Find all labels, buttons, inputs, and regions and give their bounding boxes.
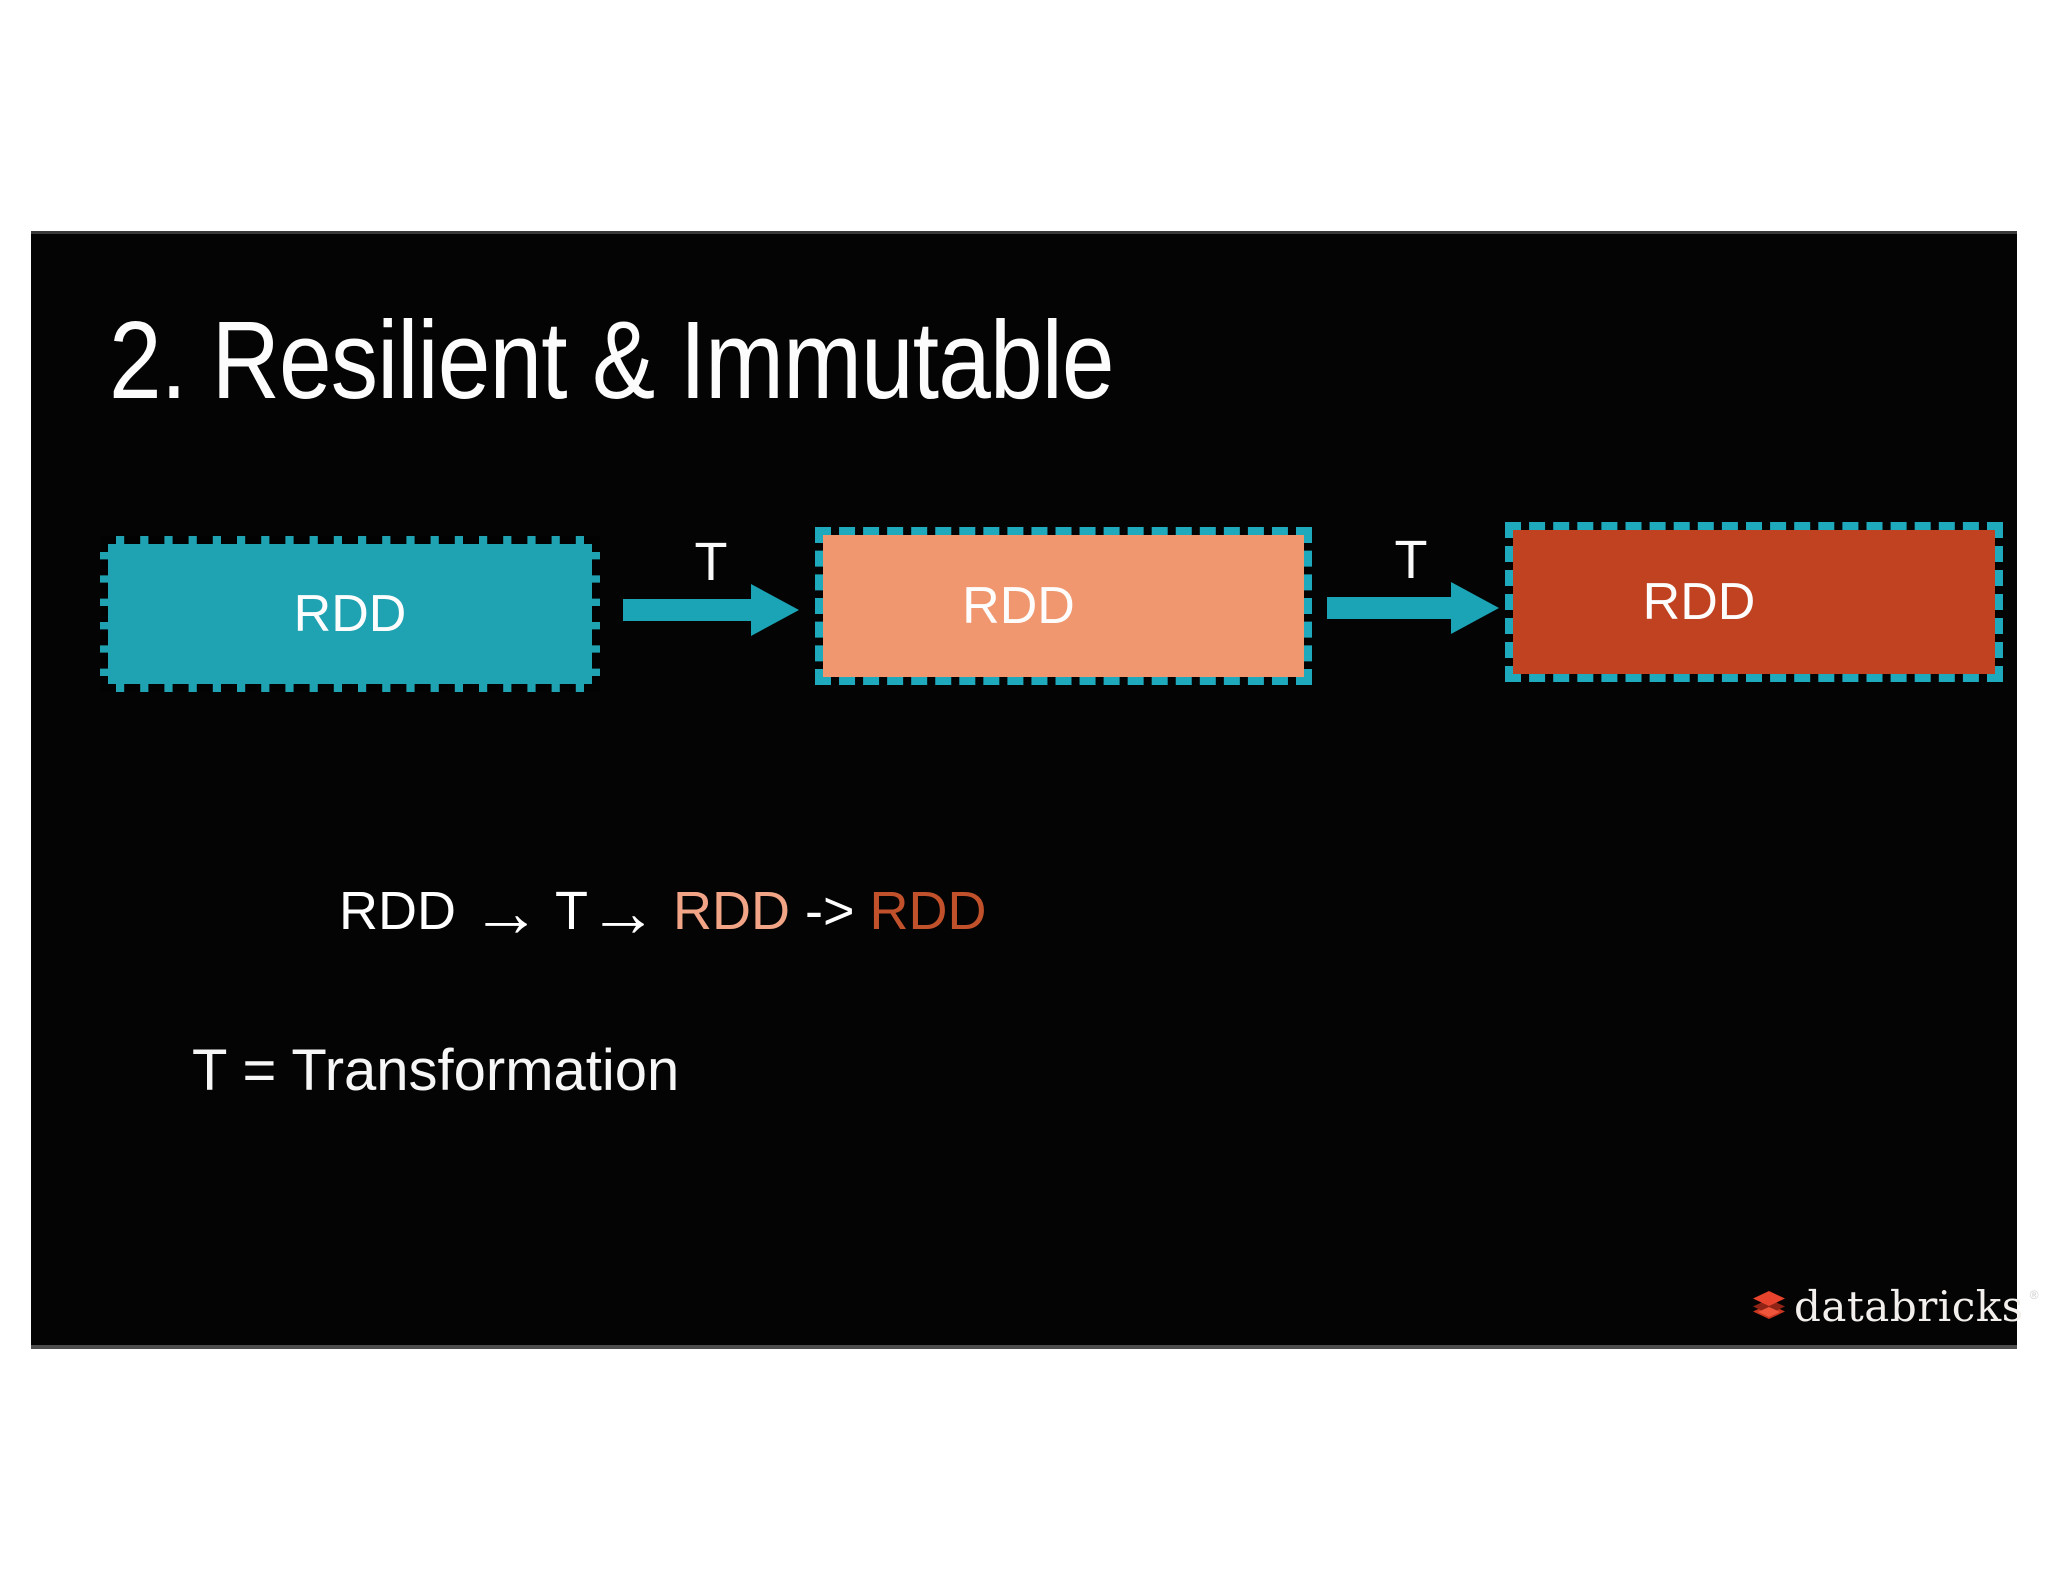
legend-text: T = Transformation bbox=[192, 1038, 680, 1103]
equation-t: T bbox=[541, 881, 589, 941]
rdd-box-label: RDD bbox=[293, 585, 407, 643]
arrow-right-glyph: → bbox=[588, 873, 659, 951]
databricks-logo: databricks ® bbox=[1750, 1286, 2039, 1328]
rdd-box-source: RDD bbox=[100, 536, 600, 692]
registered-trademark-icon: ® bbox=[2029, 1288, 2039, 1302]
block-arrow-icon bbox=[1327, 582, 1499, 634]
equation-ascii-arrow: -> bbox=[790, 881, 870, 941]
slide-title: 2. Resilient & Immutable bbox=[109, 299, 1114, 422]
equation-rdd-salmon: RDD bbox=[658, 881, 791, 941]
rdd-box-label: RDD bbox=[962, 577, 1075, 635]
transformation-label-1: T bbox=[694, 532, 728, 592]
rdd-box-label: RDD bbox=[1642, 573, 1756, 631]
databricks-logo-icon bbox=[1753, 1291, 1785, 1319]
rdd-equation: RDD → T→ RDD -> RDD bbox=[339, 876, 987, 947]
block-arrow-icon bbox=[623, 584, 799, 636]
arrow-right-glyph: → bbox=[471, 873, 541, 951]
equation-rdd-white: RDD bbox=[339, 881, 471, 941]
transformation-label-2: T bbox=[1394, 530, 1428, 590]
equation-rdd-orange: RDD bbox=[869, 881, 987, 941]
databricks-wordmark: databricks bbox=[1794, 1282, 2024, 1331]
rdd-box-intermediate: RDD bbox=[815, 527, 1312, 685]
slide: 2. Resilient & Immutable RDD RDD RDD T T… bbox=[31, 231, 2039, 1349]
rdd-box-result: RDD bbox=[1505, 522, 2003, 682]
